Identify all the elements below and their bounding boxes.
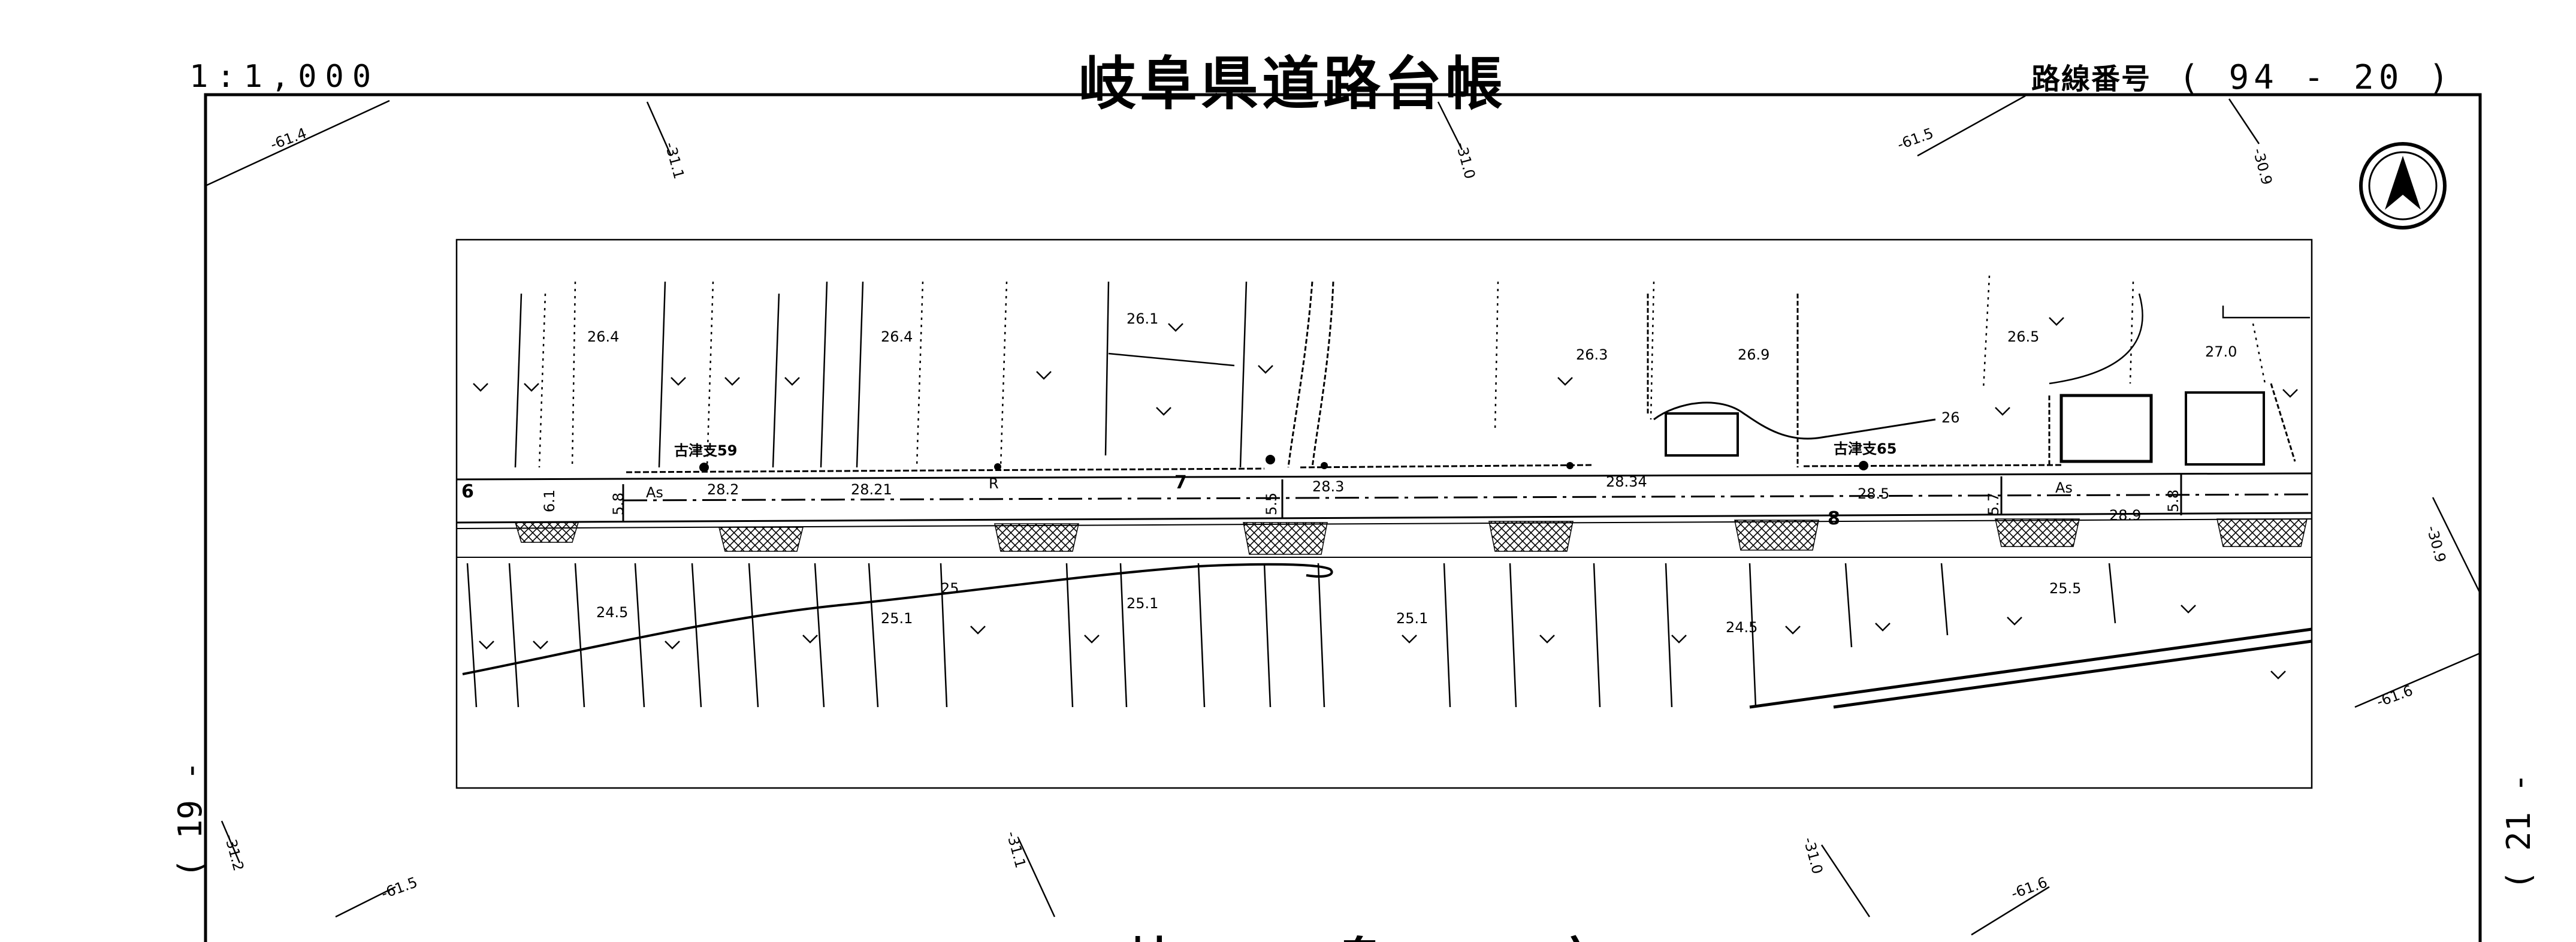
place-char: 岐 (1127, 932, 1174, 942)
hatched-patches (514, 518, 2308, 555)
width-label: 5.8 (2165, 490, 2182, 512)
width-label: 6.1 (541, 490, 558, 512)
coord-label: -31.0 (1452, 140, 1478, 180)
bottom-place-name: 岐 阜 市 (1127, 932, 1600, 942)
hedges (626, 281, 2296, 473)
coord-label: -61.5 (379, 874, 419, 902)
sheet-frame (204, 93, 2482, 942)
route-number-label: 路線番号 (2031, 62, 2152, 96)
station-label: 8 (1828, 508, 1840, 529)
coord-label: -31.1 (1003, 829, 1029, 869)
pavement-labels: As As R (646, 475, 2073, 501)
contour-labels: 25 26 (941, 409, 1960, 597)
elevation-label: 28.5 (1858, 485, 1889, 502)
elevation-label: 26.9 (1738, 346, 1769, 363)
pole-marker (699, 463, 709, 472)
width-label: 5.7 (1985, 493, 2002, 515)
buildings (1653, 391, 2265, 466)
north-elevations: 26.4 26.4 26.1 26.3 26.9 26.5 27.0 (587, 310, 2237, 363)
contour-label: 26 (1941, 409, 1960, 426)
width-labels: 6.1 5.8 5.5 5.7 5.8 (541, 490, 2182, 515)
elevation-label: 24.5 (1726, 619, 1757, 636)
elevation-label: 26.3 (1576, 346, 1608, 363)
elevation-label: 25.5 (2049, 580, 2081, 597)
pavement-label: As (2055, 479, 2073, 496)
contour-lines (462, 563, 1333, 675)
place-char: 市 (1552, 932, 1600, 942)
elevation-label: 28.9 (2109, 507, 2141, 524)
contour-label: 25 (941, 580, 959, 597)
utility-poles: 古津支59 古津支65 (674, 440, 1896, 472)
coord-label: -61.6 (2374, 682, 2415, 711)
coord-label: -61.4 (268, 125, 309, 153)
coord-label: -31.1 (662, 140, 687, 180)
elevation-label: 28.34 (1606, 473, 1647, 490)
south-elevations: 24.5 25.1 25.1 25.1 24.5 25.5 (596, 580, 2081, 636)
pavement-label: As (646, 484, 663, 501)
station-label: 7 (1174, 472, 1187, 493)
elevation-label: 28.2 (707, 481, 739, 498)
vegetation-symbols (473, 317, 2298, 680)
elevation-label: 26.4 (881, 328, 913, 345)
elevation-label: 28.21 (851, 481, 892, 498)
elevation-label: 26.4 (587, 328, 619, 345)
elevation-label: 27.0 (2205, 343, 2237, 360)
road-mark-label: R (989, 475, 999, 492)
map-title: 岐阜県道路台帳 (1079, 50, 1506, 117)
south-diagonal (1749, 627, 2312, 709)
pole-marker (1859, 461, 1868, 470)
coord-label: -61.6 (2009, 874, 2049, 902)
elevation-label: 24.5 (596, 604, 628, 621)
pole-label: 古津支59 (674, 442, 737, 459)
elevation-label: 26.5 (2007, 328, 2039, 345)
south-parcels (466, 563, 2116, 708)
elevation-label: 28.3 (1312, 478, 1344, 495)
elevation-label: 26.1 (1127, 310, 1158, 327)
width-label: 5.8 (610, 493, 627, 515)
elevation-label: 25.1 (1127, 595, 1158, 612)
coord-label: -31.0 (1800, 835, 1826, 875)
coordinate-ticks (205, 95, 2481, 936)
route-number-value: ( 94 - 20 ) (2179, 58, 2454, 97)
station-label: 6 (461, 481, 474, 502)
width-label: 5.5 (1263, 493, 1280, 515)
pole-label: 古津支65 (1834, 440, 1896, 457)
elevation-label: 25.1 (881, 610, 913, 627)
scale-label: 1:1,000 (189, 59, 380, 95)
coord-label: -30.9 (2423, 524, 2449, 564)
station-labels: 6 7 8 (461, 472, 1840, 529)
place-char: 阜 (1336, 932, 1384, 942)
coord-label: -30.9 (2249, 146, 2275, 186)
north-arrow-icon (2359, 142, 2447, 230)
elevation-label: 25.1 (1396, 610, 1428, 627)
route-number: 路線番号 ( 94 - 20 ) (2031, 55, 2454, 97)
road-elevations: 28.2 28.21 28.3 28.34 28.5 28.9 (707, 473, 2141, 524)
north-parcels (514, 275, 2310, 468)
coord-label: -31.2 (221, 832, 247, 872)
